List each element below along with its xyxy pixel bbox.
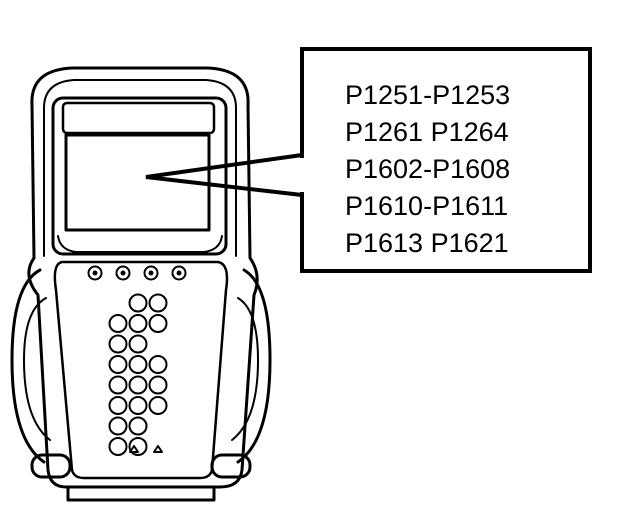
screen-bezel xyxy=(51,96,228,256)
device-housing xyxy=(27,66,259,489)
function-key-3 xyxy=(143,265,159,281)
right-handle xyxy=(236,268,272,464)
trouble-code-list: P1251-P1253 P1261 P1264 P1602-P1608 P161… xyxy=(345,80,510,258)
keypad-key-r1-1 xyxy=(128,293,148,313)
keypad-key-r7-2 xyxy=(128,416,148,436)
left-bumper xyxy=(30,453,72,479)
keypad-key-r3-2 xyxy=(128,334,148,354)
callout-box xyxy=(300,47,592,273)
trouble-code-1: P1251-P1253 xyxy=(345,80,510,110)
keypad xyxy=(108,293,168,456)
trouble-code-3: P1602-P1608 xyxy=(345,154,510,184)
keypad-key-r3-1 xyxy=(108,334,128,354)
keypad-key-r6-3 xyxy=(148,396,168,415)
keypad-key-r6-2 xyxy=(128,396,148,415)
keypad-key-r1-2 xyxy=(148,293,168,313)
keypad-key-r4-2 xyxy=(128,355,148,374)
keypad-key-r5-3 xyxy=(148,375,168,395)
handheld-scan-tool-icon xyxy=(10,66,272,502)
keypad-key-r5-1 xyxy=(108,375,128,395)
trouble-code-4: P1610-P1611 xyxy=(345,191,508,221)
trouble-code-5: P1613 P1621 xyxy=(345,228,509,258)
screen-header-band xyxy=(61,101,216,135)
keypad-key-r5-2 xyxy=(128,375,148,395)
arrow-up-icon xyxy=(153,445,163,453)
left-handle xyxy=(10,268,46,464)
arrow-keys xyxy=(129,445,163,453)
right-handle-inner xyxy=(231,297,259,441)
function-key-dot-4 xyxy=(176,270,182,276)
arrow-down-icon xyxy=(129,445,139,453)
callout-pointer xyxy=(145,153,303,197)
right-bumper xyxy=(210,453,252,479)
function-key-2 xyxy=(115,265,131,281)
keypad-key-r8-2 xyxy=(128,437,148,456)
keypad-key-r8-1 xyxy=(108,437,128,456)
function-key-dot-3 xyxy=(148,270,154,276)
trouble-code-2: P1261 P1264 xyxy=(345,117,509,147)
screen-bezel-lower xyxy=(57,235,223,253)
keypad-key-r4-3 xyxy=(148,355,168,374)
keypad-panel xyxy=(53,260,229,480)
function-key-4 xyxy=(171,265,187,281)
function-button-row xyxy=(87,265,187,281)
function-key-dot-2 xyxy=(120,270,126,276)
keypad-key-r2-3 xyxy=(148,314,168,333)
function-key-1 xyxy=(87,265,103,281)
keypad-key-r6-1 xyxy=(108,396,128,415)
keypad-key-r2-1 xyxy=(108,314,128,333)
bottom-connector xyxy=(66,485,216,502)
function-key-dot-1 xyxy=(92,270,98,276)
keypad-key-r4-1 xyxy=(108,355,128,374)
keypad-key-r2-2 xyxy=(128,314,148,333)
keypad-key-r7-1 xyxy=(108,416,128,436)
device-housing-inner xyxy=(43,79,237,257)
left-handle-inner xyxy=(23,297,51,441)
